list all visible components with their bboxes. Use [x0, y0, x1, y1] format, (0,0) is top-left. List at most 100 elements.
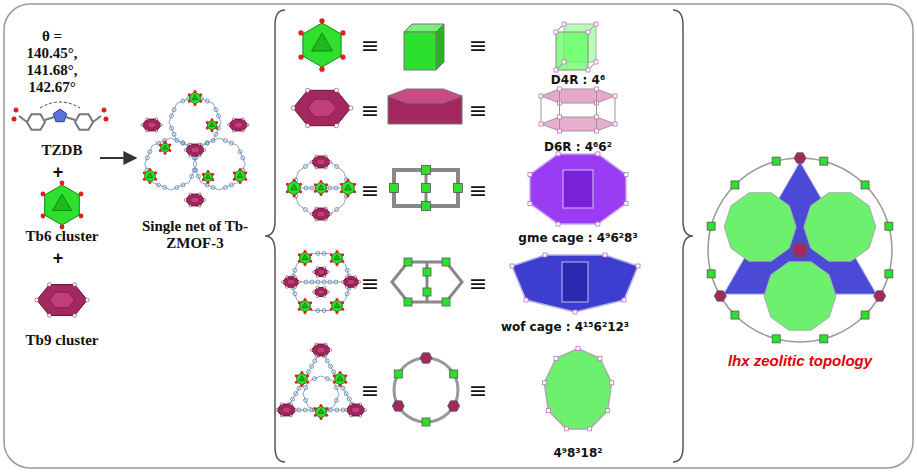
cluster-core	[318, 409, 324, 414]
linker-bond	[308, 376, 321, 381]
vertex-marker	[554, 356, 558, 360]
oxygen-atom	[194, 103, 197, 106]
oxygen-atom	[336, 250, 339, 253]
cage-frame	[392, 262, 462, 302]
cluster-atom	[48, 283, 52, 287]
linker-ring	[328, 364, 332, 368]
d6r-unit	[448, 401, 460, 411]
oxygen-atom	[314, 190, 317, 193]
oxygen-atom	[202, 178, 205, 181]
oxygen-atom	[154, 178, 157, 181]
linker-ring	[223, 139, 227, 143]
cluster-atom	[325, 155, 327, 157]
vertex-marker	[595, 87, 599, 91]
oxygen-atom	[340, 183, 343, 186]
linker-bond	[171, 182, 189, 190]
cluster-atom	[291, 106, 295, 110]
cluster-atom	[323, 295, 325, 297]
vertex-marker	[613, 122, 617, 126]
cage-label: D4R : 4⁶	[551, 73, 605, 87]
linker-ring	[304, 280, 308, 284]
linker-ring	[196, 174, 200, 178]
vertex-marker	[562, 60, 566, 64]
oxygen-atom	[347, 194, 350, 197]
net-caption: Single net of Tb-ZMOF-3	[135, 218, 255, 252]
oxygen-atom	[298, 253, 301, 256]
linker-bond	[303, 394, 308, 407]
cluster-core	[318, 185, 324, 190]
cluster-atom	[73, 283, 77, 287]
cluster-atom	[358, 281, 360, 283]
linker-ring	[325, 377, 329, 381]
oxygen-atom	[309, 253, 312, 256]
oxygen-atom	[314, 407, 317, 410]
d4r-unit	[422, 184, 431, 193]
cluster-core	[206, 174, 211, 178]
cluster-atom	[242, 130, 244, 132]
oxygen-atom	[159, 149, 162, 152]
cluster-atom	[354, 286, 356, 288]
linker-ring	[294, 392, 298, 396]
cluster-atom	[294, 276, 296, 278]
linker-ring	[316, 251, 320, 255]
oxygen-atom	[143, 171, 146, 174]
linker-ring	[306, 370, 310, 374]
cube-side	[436, 24, 444, 70]
linker-ring	[313, 377, 317, 381]
linker-ring	[297, 408, 301, 412]
cluster-atom	[323, 286, 325, 288]
cluster-core	[337, 376, 343, 381]
vertex-marker	[594, 22, 598, 26]
cluster-atom	[341, 281, 343, 283]
bond	[66, 117, 75, 120]
cluster-atom	[305, 124, 309, 128]
linker-ring	[344, 392, 348, 396]
cluster-atom	[346, 286, 348, 288]
oxygen-atom	[206, 126, 209, 129]
cluster-atom	[310, 213, 312, 215]
linker-bond	[312, 253, 331, 254]
linker-ring	[175, 185, 179, 189]
vertex-marker	[624, 172, 628, 176]
lhx-outline	[708, 158, 892, 342]
linker-ring	[291, 397, 295, 401]
oxygen-atom	[298, 54, 303, 59]
vertex-marker	[543, 253, 547, 257]
oxygen-atom	[298, 260, 301, 263]
d4r-unit	[422, 166, 431, 175]
oxygen-atom	[325, 190, 328, 193]
cluster-atom	[48, 314, 52, 318]
tb6-cluster	[332, 252, 342, 264]
cluster-atom	[35, 298, 39, 302]
d4r-unit	[707, 222, 715, 230]
cluster-atom	[298, 281, 300, 283]
tb6-cluster	[204, 172, 213, 182]
cluster-atom	[325, 355, 327, 357]
cluster-core	[147, 173, 153, 178]
oxygen-atom	[211, 178, 214, 181]
vertex-marker	[595, 129, 599, 133]
equivalence-sign: ≡	[361, 33, 379, 58]
cluster-atom	[189, 143, 191, 145]
linker-name: TZDB	[42, 142, 83, 159]
tb9-cluster	[314, 268, 328, 277]
tb6-cluster	[316, 182, 326, 194]
oxygen-atom	[143, 178, 146, 181]
linker-ring	[310, 280, 314, 284]
cluster-name: Tb6 cluster	[26, 228, 99, 245]
cluster-atom	[294, 286, 296, 288]
d4r-unit	[450, 370, 458, 378]
vertex-marker	[558, 115, 562, 119]
cluster-core	[312, 33, 333, 51]
oxygen-atom	[188, 93, 191, 96]
oxygen-atom	[206, 121, 209, 124]
linker-ring	[156, 183, 160, 187]
cluster-atom	[199, 143, 201, 145]
oxygen-atom	[330, 253, 333, 256]
tb9-cluster	[37, 285, 87, 316]
cluster-atom	[280, 415, 282, 417]
oxygen-atom	[298, 308, 301, 311]
oxygen-atom	[298, 30, 303, 35]
oxygen-atom	[320, 404, 323, 407]
cluster-atom	[199, 205, 201, 207]
